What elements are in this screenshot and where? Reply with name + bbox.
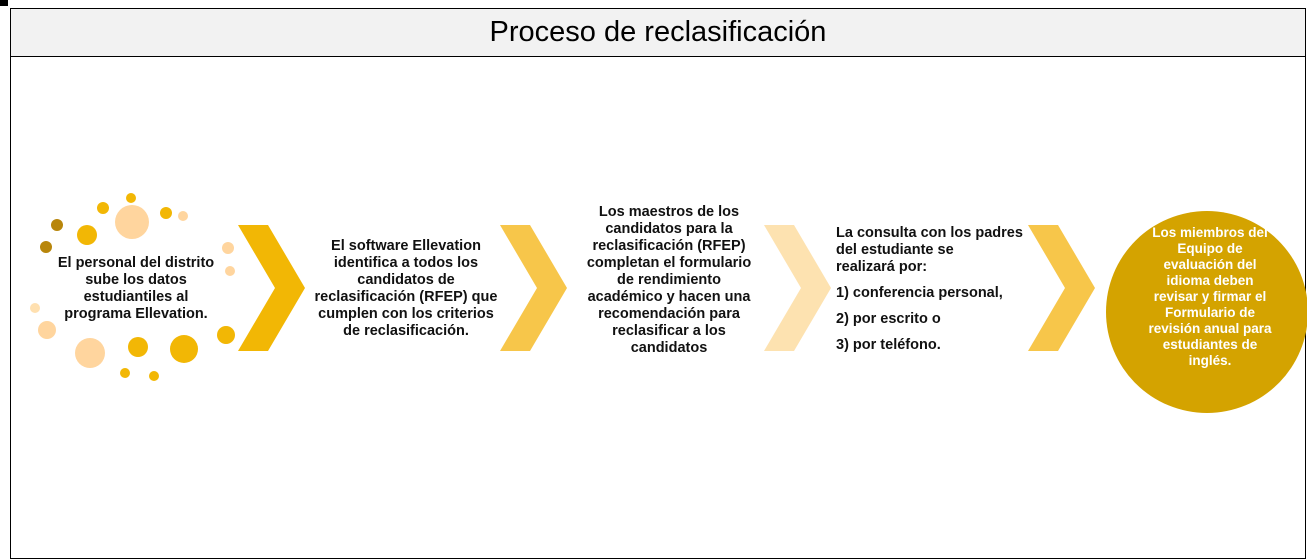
step-5-line: idioma deben: [1166, 273, 1254, 288]
dot: [149, 371, 159, 381]
step-3-line: recomendación para: [598, 306, 740, 322]
dot: [222, 242, 234, 254]
final-step-circle: [1106, 211, 1307, 413]
diagram-frame: Proceso de reclasificación: [10, 8, 1306, 559]
chevron-arrow-3: [764, 225, 831, 351]
dot: [120, 368, 130, 378]
step-3-line: académico y hacen una: [587, 289, 751, 305]
title-bar: Proceso de reclasificación: [11, 9, 1305, 57]
dot: [77, 225, 97, 245]
step-4-option: 3) por teléfono.: [836, 337, 941, 353]
step-4-text: La consulta con los padres del estudiant…: [836, 225, 1036, 354]
step-2-line: reclasificación (RFEP) que: [314, 289, 498, 305]
step-1-line: sube los datos: [85, 272, 187, 288]
step-3-text: Los maestros de los candidatos para la r…: [570, 204, 768, 357]
dot: [217, 326, 235, 344]
step-4-intro-line: realizará por:: [836, 259, 928, 275]
step-1-line: programa Ellevation.: [64, 306, 208, 322]
step-5-text: Los miembros del Equipo de evaluación de…: [1145, 225, 1275, 369]
step-3-line: candidatos: [630, 340, 708, 356]
step-5-line: Los miembros del: [1152, 225, 1268, 240]
dot: [40, 241, 52, 253]
step-3-line: reclasificar a los: [612, 323, 726, 339]
step-5-line: estudiantes de: [1162, 337, 1258, 352]
step-1-text: El personal del distrito sube los datos …: [46, 255, 226, 323]
step-3-line: reclasificación (RFEP): [592, 238, 746, 254]
step-1-line: El personal del distrito: [57, 255, 215, 271]
step-4-option: 1) conferencia personal,: [836, 285, 1003, 301]
step-5-line: Formulario de: [1164, 305, 1255, 320]
dot: [225, 266, 235, 276]
step-1-line: estudiantiles al: [83, 289, 189, 305]
dot: [128, 337, 148, 357]
step-2-line: identifica a todos los: [333, 255, 479, 271]
step-4-intro-line: del estudiante se: [836, 242, 954, 258]
dot: [160, 207, 172, 219]
dot: [170, 335, 198, 363]
dot: [75, 338, 105, 368]
dot: [51, 219, 63, 231]
step-4-intro-line: La consulta con los padres: [836, 225, 1023, 241]
dot: [38, 321, 56, 339]
dot: [30, 303, 40, 313]
step-3-line: Los maestros de los: [598, 204, 740, 220]
dot: [178, 211, 188, 221]
step-5-line: evaluación del: [1163, 257, 1257, 272]
step-4-option: 2) por escrito o: [836, 311, 941, 327]
step-2-line: de reclasificación.: [343, 323, 469, 339]
step-3-line: candidatos para la: [605, 221, 733, 237]
chevron-arrow-4: [1028, 225, 1095, 351]
step-5-line: revisión anual para: [1148, 321, 1272, 336]
dot-cluster: [30, 193, 235, 381]
step-3-line: de rendimiento: [617, 272, 721, 288]
step-2-line: candidatos de: [357, 272, 455, 288]
step-2-line: El software Ellevation: [331, 238, 481, 254]
dot: [126, 193, 136, 203]
corner-mark: [0, 0, 8, 6]
step-3-line: completan el formulario: [586, 255, 752, 271]
dot: [115, 205, 149, 239]
page-title: Proceso de reclasificación: [489, 16, 827, 48]
step-5-line: revisar y firmar el: [1153, 289, 1267, 304]
step-5-line: inglés.: [1188, 353, 1232, 368]
chevron-arrow-1: [238, 225, 305, 351]
step-5-line: Equipo de: [1177, 241, 1243, 256]
dot: [97, 202, 109, 214]
step-2-line: cumplen con los criterios: [318, 306, 494, 322]
chevron-arrow-2: [500, 225, 567, 351]
step-2-text: El software Ellevation identifica a todo…: [306, 238, 506, 340]
